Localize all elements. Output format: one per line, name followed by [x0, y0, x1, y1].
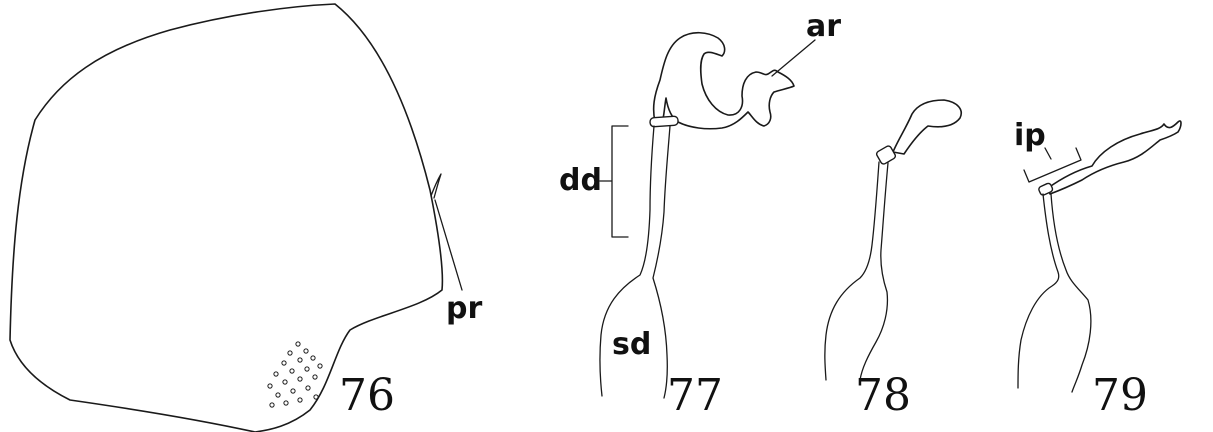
fig77-label-ar: ar	[806, 9, 841, 44]
fig79-duct-left	[1018, 194, 1059, 388]
fig77-label-dd: dd	[559, 163, 602, 198]
fig76-process-spine	[431, 174, 441, 198]
fig79-label-ip: ip	[1014, 118, 1046, 153]
fig78-number: 78	[855, 370, 911, 421]
fig77-label-sd: sd	[612, 327, 651, 362]
fig76-body-outline	[10, 4, 442, 432]
fig78-receptacle-outline	[893, 100, 961, 154]
fig77-number: 77	[667, 370, 723, 421]
fig77-dd-bracket	[600, 126, 628, 237]
figure-76: pr 76	[10, 4, 482, 432]
fig77-seminal-receptacle-outline	[654, 33, 794, 129]
fig76-pore-cluster	[268, 342, 322, 407]
fig78-duct-left	[825, 162, 879, 380]
fig77-duct-right	[653, 126, 670, 398]
fig79-ip-bracket	[1024, 148, 1081, 182]
figure-77: ar dd sd 77	[559, 9, 841, 421]
fig76-label-pr: pr	[446, 291, 482, 326]
fig79-number: 79	[1092, 370, 1148, 421]
fig77-ring	[650, 116, 679, 127]
fig76-number: 76	[339, 370, 395, 421]
fig79-receptacle-outline	[1048, 121, 1181, 194]
figure-78: 78	[825, 100, 961, 421]
fig79-duct-right	[1051, 194, 1091, 392]
fig77-ar-leader	[772, 40, 815, 76]
figure-79: ip 79	[1014, 118, 1181, 421]
